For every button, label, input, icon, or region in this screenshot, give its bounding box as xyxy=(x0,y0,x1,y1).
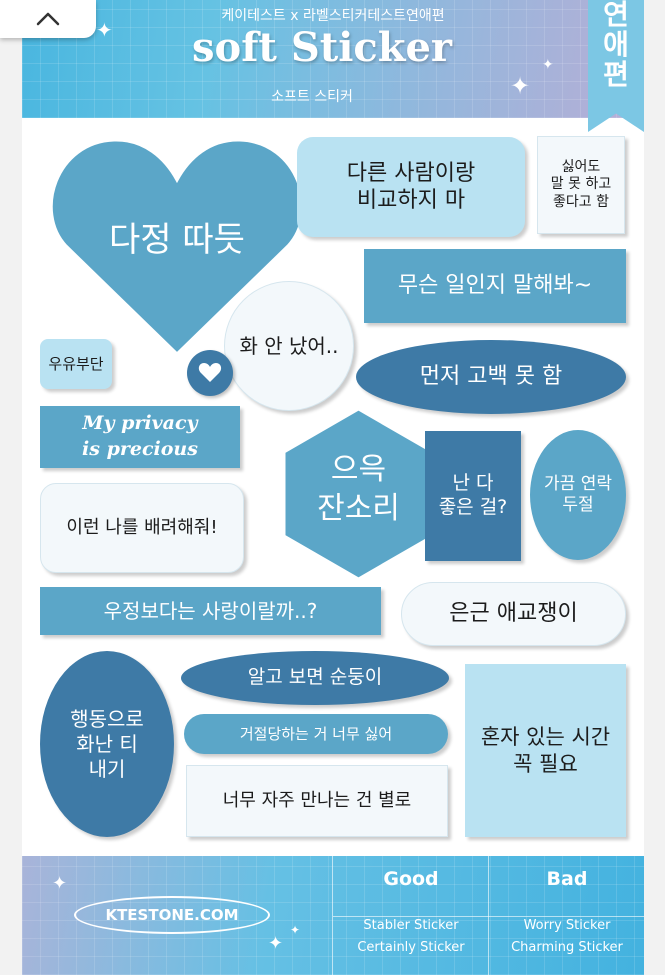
sticker-friendship: 우정보다는 사랑이랄까..? xyxy=(40,587,381,635)
sticker-sheet: 케이테스트 x 라벨스티커테스트연애편 soft Sticker 소프트 스티커… xyxy=(22,0,644,975)
heart-sticker: 다정 따듯 xyxy=(52,136,302,358)
sticker-hate-but-like: 싫어도 말 못 하고 좋다고 함 xyxy=(537,136,625,234)
bad-divider xyxy=(489,916,644,917)
sheet-header: 케이테스트 x 라벨스티커테스트연애편 soft Sticker 소프트 스티커… xyxy=(22,0,644,118)
chevron-up-icon xyxy=(36,12,60,26)
heart-sticker-label: 다정 따듯 xyxy=(109,220,245,260)
bad-column: Bad Worry Sticker Charming Sticker xyxy=(488,856,644,975)
sticker-nagging: 으윽 잔소리 xyxy=(281,406,436,582)
sheet-subtitle: 소프트 스티커 xyxy=(271,89,353,105)
sticker-nagging-label: 으윽 잔소리 xyxy=(317,452,400,526)
ribbon-label: 연 애 편 xyxy=(603,0,629,91)
good-column: Good Stabler Sticker Certainly Sticker xyxy=(332,856,489,975)
header-grid-pattern xyxy=(22,0,644,118)
sheet-title: soft Sticker xyxy=(192,24,452,71)
sticker-confess: 먼저 고백 못 함 xyxy=(356,340,626,414)
good-line-1: Stabler Sticker xyxy=(363,918,459,933)
bad-line-1: Worry Sticker xyxy=(523,918,611,933)
site-url-badge: KTESTONE.COM xyxy=(74,896,270,934)
sparkle-icon: ✦ xyxy=(510,72,531,100)
sticker-aegyo: 은근 애교쟁이 xyxy=(401,582,626,646)
sparkle-icon: ✦ xyxy=(52,873,68,894)
sticker-privacy: My privacy is precious xyxy=(40,406,240,468)
sticker-like-me: 난 다 좋은 걸? xyxy=(425,431,521,561)
sticker-alone: 혼자 있는 시간 꼭 필요 xyxy=(465,664,626,837)
mini-heart-sticker xyxy=(187,350,233,396)
sticker-upset: 행동으로 화난 티 내기 xyxy=(40,651,174,837)
heart-shape xyxy=(52,138,302,357)
heart-icon xyxy=(198,363,222,382)
sticker-compare: 다른 사람이랑 비교하지 마 xyxy=(297,137,525,237)
good-line-2: Certainly Sticker xyxy=(357,940,465,955)
header-top-text: 케이테스트 x 라벨스티커테스트연애편 xyxy=(221,8,445,24)
sheet-footer: ✦ ✦ ✦ KTESTONE.COM Good Stabler Sticker … xyxy=(22,856,644,975)
good-divider xyxy=(333,916,489,917)
sticker-too-often: 너무 자주 만나는 건 별로 xyxy=(186,765,448,837)
sticker-gentle: 알고 보면 순둥이 xyxy=(181,651,449,705)
collapse-button[interactable] xyxy=(0,0,96,38)
bad-title: Bad xyxy=(546,868,588,890)
good-title: Good xyxy=(383,868,439,890)
sparkle-icon: ✦ xyxy=(268,933,284,954)
sticker-contact: 가끔 연락 두절 xyxy=(530,430,626,560)
bad-line-2: Charming Sticker xyxy=(511,940,623,955)
sticker-considerate: 이런 나를 배려해줘! xyxy=(40,483,244,573)
sticker-rejected: 거절당하는 거 너무 싫어 xyxy=(184,714,448,754)
sparkle-icon: ✦ xyxy=(290,923,301,937)
sparkle-icon: ✦ xyxy=(542,57,554,73)
category-ribbon: 연 애 편 xyxy=(588,0,644,132)
sticker-angry: 화 안 났어.. xyxy=(224,281,354,411)
sticker-what-happened: 무슨 일인지 말해봐~ xyxy=(364,249,626,323)
sparkle-icon: ✦ xyxy=(96,18,113,42)
sticker-indecisive: 우유부단 xyxy=(40,339,112,389)
